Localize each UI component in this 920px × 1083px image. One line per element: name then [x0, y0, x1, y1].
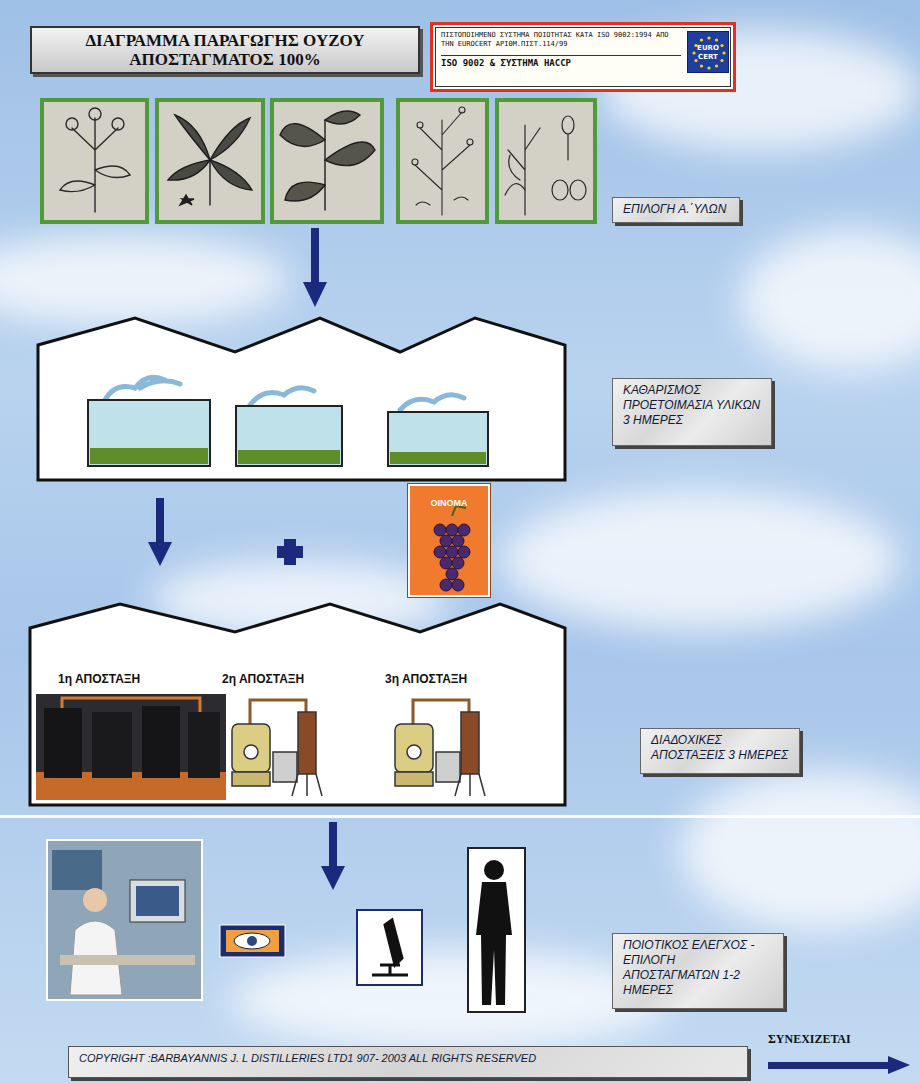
certification-box: ΠΙΣΤΟΠΟΙΗΜΕΝΟ ΣΥΣΤΗΜΑ ΠΟΙΟΤΗΤΑΣ ΚΑΤΑ ISO… [430, 22, 736, 92]
box-text: ΚΑΘΑΡΙΣΜΟΣ ΠΡΟΕΤΟΙΜΑΣΙΑ ΥΛΙΚΩΝ 3 ΗΜΕΡΕΣ [623, 383, 761, 428]
box-text: 1η ΑΠΟΣΤΑΞΗ [58, 672, 140, 686]
distillation-building: 1η ΑΠΟΣΤΑΞΗ 2η ΑΠΟΣΤΑΞΗ 3η ΑΠΟΣΤΑΞΗ [30, 604, 565, 805]
box-text: EURO CERT [691, 44, 725, 62]
cleaning-building [38, 318, 565, 480]
box-text: 3η ΑΠΟΣΤΑΞΗ [385, 672, 467, 686]
step-label: ΠΟΙΟΤΙΚΟΣ ΕΛΕΓΧΟΣ - ΕΠΙΛΟΓΗ ΑΠΟΣΤΑΓΜΑΤΩΝ… [612, 933, 784, 1009]
box-text: ΔΙΑΔΟΧΙΚΕΣ ΑΠΟΣΤΑΞΕΙΣ 3 ΗΜΕΡΕΣ [651, 733, 789, 763]
eurocert-logo: EURO CERT [687, 31, 729, 73]
step-label: ΚΑΘΑΡΙΣΜΟΣ ΠΡΟΕΤΟΙΜΑΣΙΑ ΥΛΙΚΩΝ 3 ΗΜΕΡΕΣ [612, 378, 772, 446]
box-text: ΕΠΙΛΟΓΗ Α.΄ΥΛΩΝ [623, 202, 729, 217]
distillation-building [30, 604, 565, 805]
clouds [0, 30, 920, 1050]
box-text: ISO 9002 & ΣΥΣΤΗΜΑ HACCP [441, 55, 681, 69]
box-text: ΠΙΣΤΟΠΟΙΗΜΕΝΟ ΣΥΣΤΗΜΑ ΠΟΙΟΤΗΤΑΣ ΚΑΤΑ ISO… [441, 31, 681, 49]
box-text: COPYRIGHT :BARBAYANNIS J. L DISTILLERIES… [79, 1051, 737, 1065]
diagram-title: ΔΙΑΓΡΑΜΜΑ ΠΑΡΑΓΩΓΗΣ ΟΥΖΟΥ ΑΠΟΣΤΑΓΜΑΤΟΣ 1… [30, 26, 420, 74]
continue-label: ΣΥΝΕΧΙΖΕΤΑΙ [768, 1032, 851, 1047]
seam-line [0, 815, 920, 818]
step-label: ΕΠΙΛΟΓΗ Α.΄ΥΛΩΝ [612, 197, 740, 223]
quality-control-pictures [47, 840, 525, 1012]
ingredient-box: ΟΙΝΟΜΑ [408, 484, 490, 597]
box-text: 2η ΑΠΟΣΤΑΞΗ [222, 672, 304, 686]
box-text: ΟΙΝΟΜΑ [414, 498, 484, 508]
plant-frames [42, 100, 595, 222]
step-label: ΔΙΑΔΟΧΙΚΕΣ ΑΠΟΣΤΑΞΕΙΣ 3 ΗΜΕΡΕΣ [640, 728, 800, 774]
copyright-box: COPYRIGHT :BARBAYANNIS J. L DISTILLERIES… [68, 1046, 748, 1078]
continue-arrow [768, 1056, 910, 1074]
box-text: ΠΟΙΟΤΙΚΟΣ ΕΛΕΓΧΟΣ - ΕΠΙΛΟΓΗ ΑΠΟΣΤΑΓΜΑΤΩΝ… [623, 938, 773, 998]
